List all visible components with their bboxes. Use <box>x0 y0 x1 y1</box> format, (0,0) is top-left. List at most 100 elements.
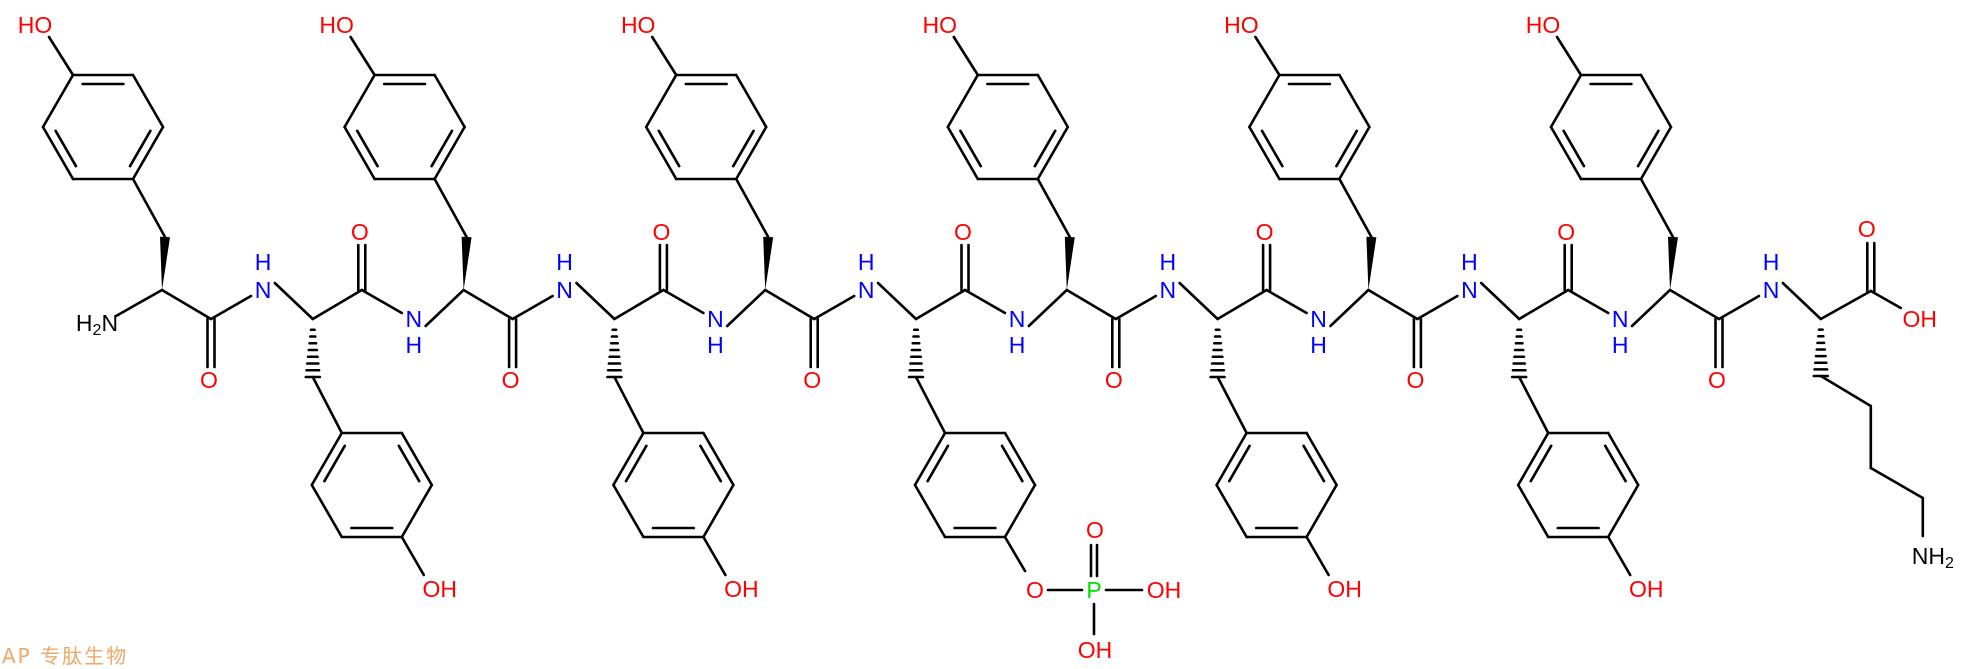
amide-hydrogen: H <box>405 332 422 358</box>
amide-nitrogen: N <box>1461 277 1478 303</box>
amide-nitrogen: N <box>405 306 422 332</box>
side-chain-bond <box>1338 177 1373 239</box>
side-chain-bond <box>1555 35 1583 77</box>
ring-inner-bond <box>657 129 681 168</box>
ring-inner-bond <box>1227 444 1251 483</box>
ring-inner-bond <box>1335 129 1359 168</box>
backbone-bond <box>914 288 967 321</box>
ring-inner-bond <box>1562 129 1586 168</box>
wedge-bond <box>1064 236 1075 290</box>
amide-hydrogen: H <box>556 249 573 275</box>
tyrosine-ring <box>702 431 735 487</box>
ring-inner-bond <box>1302 444 1326 483</box>
ring-inner-bond <box>430 129 454 168</box>
peptide-bond <box>1717 294 1761 321</box>
amide-nitrogen: N <box>1763 277 1780 303</box>
phenol-hydroxyl: OH <box>724 576 759 602</box>
tyrosine-ring <box>1639 125 1673 181</box>
backbone-bond <box>160 288 213 321</box>
peptide-bond <box>1566 288 1610 315</box>
side-chain-bond <box>1305 535 1330 577</box>
tyrosine-ring <box>1338 73 1371 129</box>
carbonyl-oxygen: O <box>1256 219 1274 245</box>
side-chain-bond <box>1819 374 1873 408</box>
tyrosine-ring <box>612 483 645 539</box>
wedge-bond <box>1366 236 1377 290</box>
side-chain-bond <box>400 535 426 577</box>
side-chain-bond <box>47 35 75 77</box>
amide-hydrogen: H <box>1310 332 1327 358</box>
backbone-bond <box>114 288 164 318</box>
backbone-bond <box>575 281 616 321</box>
tyrosine-ring <box>343 125 376 181</box>
amide-nitrogen: N <box>707 306 724 332</box>
side-chain-bond <box>349 35 376 77</box>
ring-inner-bond <box>355 129 379 168</box>
phenol-hydroxyl: OH <box>423 576 458 602</box>
tyrosine-ring <box>1036 73 1070 129</box>
tyrosine-ring <box>702 483 735 539</box>
side-chain-bond <box>1606 535 1632 577</box>
backbone-bond <box>1479 281 1521 321</box>
wedge-bond <box>1668 236 1678 290</box>
tyrosine-ring <box>1639 73 1673 129</box>
backbone-bond <box>1329 288 1370 328</box>
phenol-hydroxyl: HO <box>621 12 656 38</box>
amide-nitrogen: N <box>556 277 573 303</box>
ring-inner-bond <box>731 129 755 168</box>
tyrosine-ring <box>612 431 645 487</box>
tyrosine-ring <box>1248 125 1281 181</box>
tyrosine-ring <box>1516 483 1550 539</box>
ring-inner-bond <box>1603 444 1627 483</box>
peptide-bond <box>812 294 856 321</box>
backbone-bond <box>462 288 514 321</box>
backbone-bond <box>1216 288 1268 321</box>
side-chain-bond <box>613 375 645 435</box>
ring-inner-bond <box>1000 444 1024 483</box>
amide-hydrogen: H <box>707 332 724 358</box>
amide-hydrogen: H <box>1461 249 1478 275</box>
backbone-bond <box>725 288 767 328</box>
tyrosine-ring <box>1003 483 1037 539</box>
amide-nitrogen: N <box>1612 306 1629 332</box>
peptide-bond <box>360 288 404 315</box>
side-chain-bond <box>1254 35 1281 77</box>
phenol-hydroxyl: OH <box>1629 576 1664 602</box>
tyrosine-ring <box>644 73 678 129</box>
ring-inner-bond <box>54 129 78 168</box>
ring-inner-bond <box>959 129 983 168</box>
peptide-bond <box>963 288 1007 315</box>
tyrosine-ring <box>1338 125 1371 181</box>
amide-hydrogen: H <box>1009 332 1026 358</box>
tyrosine-ring <box>1549 125 1583 181</box>
amide-hydrogen: H <box>1763 249 1780 275</box>
backbone-bond <box>1065 288 1118 321</box>
carbonyl-oxygen: O <box>1105 367 1123 393</box>
side-chain-bond <box>650 35 678 77</box>
carbonyl-oxygen: O <box>200 367 218 393</box>
backbone-bond <box>613 288 665 321</box>
peptide-bond <box>209 294 253 321</box>
tyrosine-ring <box>343 73 376 129</box>
ring-inner-bond <box>397 444 421 483</box>
tyrosine-ring <box>1305 483 1338 539</box>
tyrosine-ring <box>1305 431 1338 487</box>
side-chain-bond <box>131 177 167 239</box>
carbonyl-oxygen: O <box>1557 219 1575 245</box>
carbonyl-oxygen: O <box>803 367 821 393</box>
amide-nitrogen: N <box>1159 277 1176 303</box>
tyrosine-ring <box>433 73 466 129</box>
tyrosine-ring <box>400 483 434 539</box>
phosphate-ester-oxygen: O <box>1026 577 1044 603</box>
tyrosine-ring <box>1215 431 1248 487</box>
ring-inner-bond <box>1529 444 1553 483</box>
carbonyl-oxygen: O <box>652 219 670 245</box>
backbone-bond <box>876 281 918 321</box>
peptide-bond <box>1416 294 1459 321</box>
tyrosine-ring <box>913 431 947 487</box>
backbone-bond <box>1819 289 1873 321</box>
side-chain-bond <box>702 535 727 577</box>
wedge-bond <box>763 236 774 290</box>
phosphate-hydroxyl: OH <box>1078 637 1113 663</box>
backbone-bond <box>1668 288 1721 321</box>
